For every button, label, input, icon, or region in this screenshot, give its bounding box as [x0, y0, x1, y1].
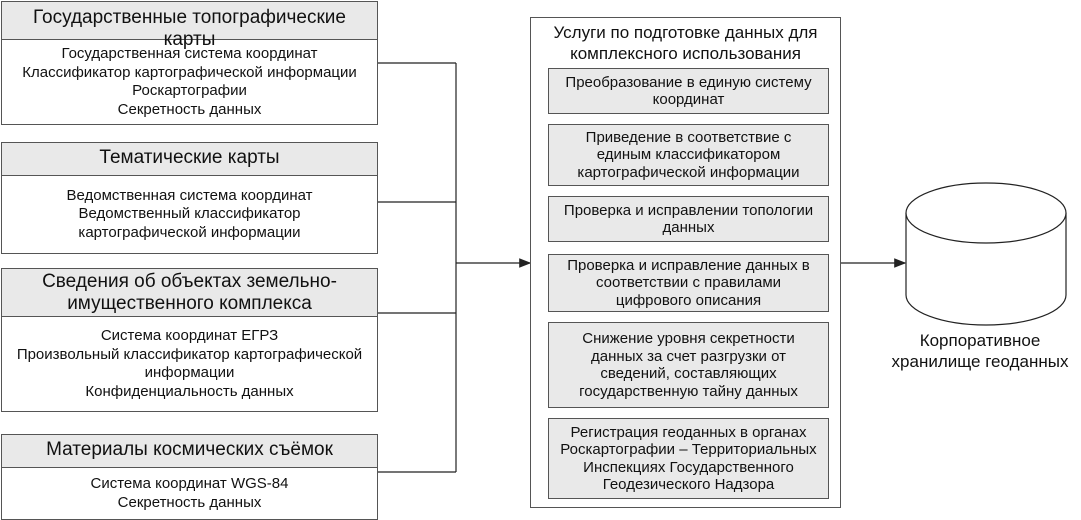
source-header-line: Сведения об объектах земельно- — [42, 271, 337, 292]
source-header: Государственные топографические карты — [2, 2, 377, 50]
source-body-line: Конфиденциальность данных — [85, 382, 294, 400]
storage-label: Корпоративное хранилище геоданных — [880, 330, 1080, 372]
source-body: Система координат WGS-84 Секретность дан… — [2, 468, 377, 519]
source-body-line: Классификатор картографической информаци… — [22, 63, 357, 81]
service-step-line: государственную тайну данных — [579, 382, 798, 400]
source-thematic-maps: Тематические карты Ведомственная система… — [1, 142, 378, 254]
service-step-digital-description-check: Проверка и исправление данных в соответс… — [548, 254, 829, 312]
service-step-line: единым классификатором — [596, 146, 781, 164]
service-step-classifier-alignment: Приведение в соответствие с единым класс… — [548, 124, 829, 186]
service-step-coordinate-transform: Преобразование в единую систему координа… — [548, 68, 829, 114]
service-step-topology-check: Проверка и исправлении топологии данных — [548, 196, 829, 242]
service-step-secrecy-reduction: Снижение уровня секретности данных за сч… — [548, 322, 829, 408]
service-step-line: Проверка и исправлении топологии — [563, 201, 814, 219]
service-step-line: соответствии с правилами — [595, 274, 782, 292]
source-body-line: Произвольный классификатор картографичес… — [16, 345, 363, 363]
database-cylinder-icon — [905, 182, 1067, 326]
source-body-line: Ведомственный классификатор — [78, 205, 301, 223]
service-step-line: цифрового описания — [615, 291, 762, 309]
source-header: Материалы космических съёмок — [2, 435, 377, 468]
source-header-line: Государственные топографические карты — [33, 7, 346, 50]
source-body-line: картографической информации — [78, 223, 301, 241]
source-body: Ведомственная система координат Ведомств… — [2, 176, 377, 253]
service-step-line: картографической информации — [577, 163, 800, 181]
source-body-line: Система координат ЕГРЗ — [100, 327, 279, 344]
source-state-topographic-maps: Государственные топографические карты Го… — [1, 1, 378, 125]
service-step-line: Геодезического Надзора — [602, 476, 775, 493]
services-title: Услуги по подготовке данных для комплекс… — [531, 22, 840, 64]
source-land-property-objects: Сведения об объектах земельно- имуществе… — [1, 268, 378, 412]
service-step-line: данных за счет разгрузки от — [591, 347, 786, 365]
source-header-line: Тематические карты — [99, 147, 280, 168]
service-step-line: Роскартографии – Территориальных — [560, 441, 817, 458]
source-body-line: Ведомственная система координат — [66, 186, 313, 204]
source-body-line: Секретность данных — [117, 493, 262, 511]
source-header-line: Материалы космических съёмок — [46, 439, 333, 460]
service-step-line: Приведение в соответствие с — [585, 128, 792, 146]
service-step-line: сведений, составляющих — [600, 365, 777, 382]
source-body-line: информации — [144, 364, 235, 381]
source-body: Система координат ЕГРЗ Произвольный клас… — [2, 317, 377, 411]
source-header: Тематические карты — [2, 143, 377, 176]
service-step-line: координат — [652, 91, 725, 108]
services-title-line: комплексного использования — [570, 44, 801, 63]
source-body-line: Роскартографии — [132, 82, 247, 99]
storage-label-line: хранилище геоданных — [891, 352, 1069, 371]
source-space-imagery: Материалы космических съёмок Система коо… — [1, 434, 378, 520]
services-panel: Услуги по подготовке данных для комплекс… — [530, 17, 841, 508]
source-header-line: имущественного комплекса — [67, 293, 312, 314]
service-step-line: Инспекциях Государственного — [583, 458, 794, 476]
services-title-line: Услуги по подготовке данных для — [553, 23, 818, 42]
storage-label-line: Корпоративное — [919, 331, 1041, 350]
source-body-line: Секретность данных — [117, 100, 262, 118]
service-step-line: данных — [662, 219, 715, 236]
source-body: Государственная система координат Класси… — [2, 40, 377, 124]
source-header: Сведения об объектах земельно- имуществе… — [2, 269, 377, 317]
service-step-line: Снижение уровня секретности — [582, 330, 795, 347]
source-body-line: Система координат WGS-84 — [90, 475, 289, 492]
service-step-geodata-registration: Регистрация геоданных в органах Роскарто… — [548, 418, 829, 499]
service-step-line: Регистрация геоданных в органах — [570, 423, 807, 441]
service-step-line: Проверка и исправление данных в — [567, 256, 810, 274]
source-body-line: Государственная система координат — [61, 45, 318, 62]
service-step-line: Преобразование в единую систему — [565, 73, 812, 91]
